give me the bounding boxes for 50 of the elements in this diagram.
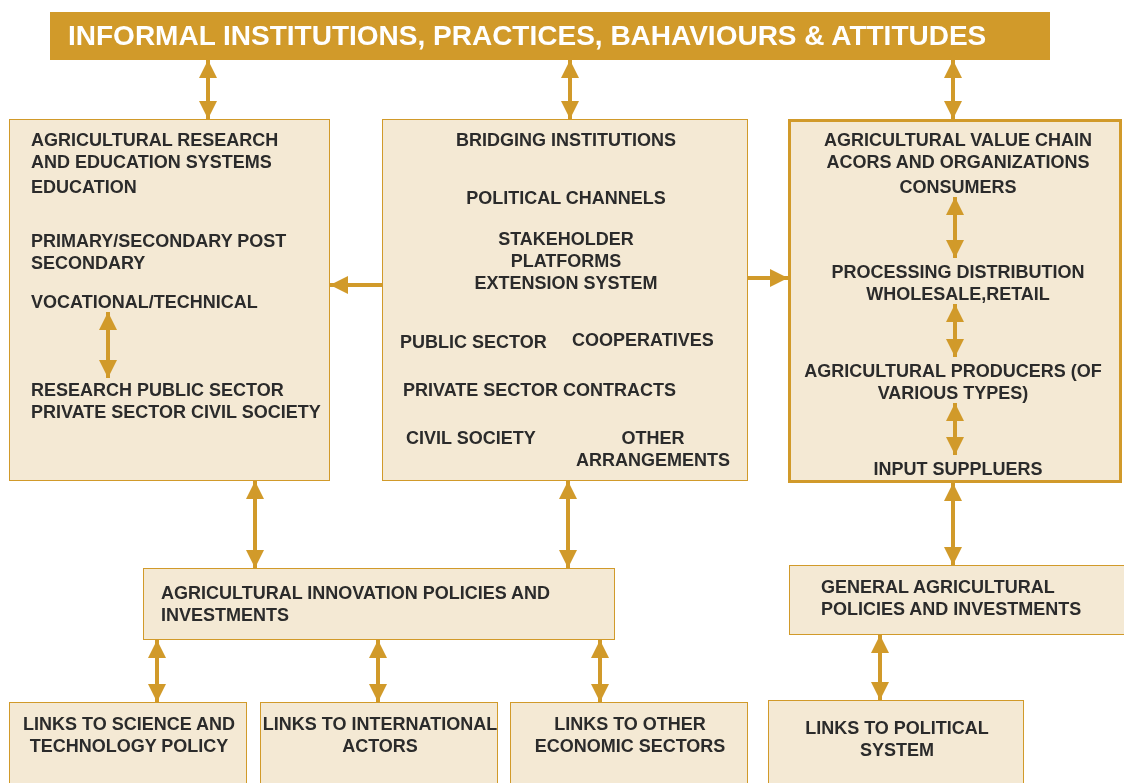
arrow xyxy=(944,60,962,119)
process-box xyxy=(789,565,1124,635)
box-label: PUBLIC SECTOR xyxy=(400,331,548,353)
arrow xyxy=(99,312,117,378)
arrow xyxy=(944,483,962,565)
box-label: PRIMARY/SECONDARY POST SECONDARY xyxy=(31,230,288,274)
arrow xyxy=(246,481,264,568)
arrow xyxy=(369,640,387,702)
title-banner: INFORMAL INSTITUTIONS, PRACTICES, BAHAVIOURS & ATTITUDES xyxy=(50,12,1050,60)
arrow xyxy=(946,304,964,357)
arrow xyxy=(946,403,964,455)
box-label: AGRICULTURAL VALUE CHAIN ACORS AND ORGANIZATIONS xyxy=(823,129,1093,173)
arrow xyxy=(148,640,166,702)
process-box xyxy=(260,702,498,783)
box-label: RESEARCH PUBLIC SECTOR PRIVATE SECTOR CIVIL SOCIETY xyxy=(31,379,321,471)
arrow xyxy=(559,481,577,568)
box-label: AGRICULTURAL PRODUCERS (OF VARIOUS TYPES) xyxy=(803,360,1103,406)
box-label: CONSUMERS xyxy=(883,176,1033,200)
box-label: EDUCATION xyxy=(31,176,138,198)
process-box xyxy=(9,119,330,481)
box-label: STAKEHOLDER PLATFORMS EXTENSION SYSTEM xyxy=(473,228,659,294)
box-label: LINKS TO SCIENCE AND TECHNOLOGY POLICY xyxy=(22,713,236,757)
box-label: LINKS TO POLITICAL SYSTEM xyxy=(804,717,990,761)
box-label: AGRICULTURAL INNOVATION POLICIES AND INVESTMENTS xyxy=(161,582,551,626)
box-label: CIVIL SOCIETY xyxy=(406,427,537,449)
box-label: AGRICULTURAL RESEARCH AND EDUCATION SYSTEMS xyxy=(31,129,280,173)
process-box xyxy=(382,119,748,481)
box-label: LINKS TO OTHER ECONOMIC SECTORS xyxy=(533,713,727,757)
process-box xyxy=(510,702,748,783)
arrow xyxy=(946,197,964,258)
box-label: INPUT SUPPLUERS xyxy=(843,458,1073,480)
arrow xyxy=(199,60,217,119)
process-box xyxy=(788,119,1122,483)
box-label: PROCESSING DISTRIBUTION WHOLESALE,RETAIL xyxy=(803,261,1113,307)
box-label: BRIDGING INSTITUTIONS xyxy=(455,129,677,151)
process-box xyxy=(768,700,1024,783)
arrow xyxy=(561,60,579,119)
process-box xyxy=(9,702,247,783)
process-box xyxy=(143,568,615,640)
box-label: VOCATIONAL/TECHNICAL xyxy=(31,291,259,313)
box-label: POLITICAL CHANNELS xyxy=(465,187,667,209)
box-label: GENERAL AGRICULTURAL POLICIES AND INVESTMENTS xyxy=(821,576,1083,620)
arrow xyxy=(748,269,788,287)
box-label: LINKS TO INTERNATIONAL ACTORS xyxy=(261,713,499,757)
box-label: COOPERATIVES xyxy=(572,329,715,351)
box-label: OTHER ARRANGEMENTS xyxy=(575,427,731,471)
box-label: PRIVATE SECTOR CONTRACTS xyxy=(403,379,677,401)
arrow xyxy=(330,276,382,294)
arrow xyxy=(871,635,889,700)
arrow xyxy=(591,640,609,702)
